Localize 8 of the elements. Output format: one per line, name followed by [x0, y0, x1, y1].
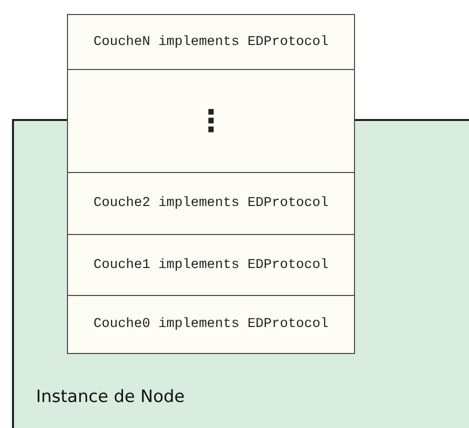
layer-label: CoucheN implements EDProtocol — [94, 34, 328, 50]
box-title: Instance de Node — [36, 387, 185, 407]
layer-box — [67, 14, 355, 70]
layer-label: Couche1 implements EDProtocol — [94, 258, 328, 272]
ellipsis: ⋮ — [196, 104, 226, 138]
layer-label: Couche2 implements EDProtocol — [94, 196, 328, 211]
layer-box — [67, 69, 355, 173]
layer-label: Couche0 implements EDProtocol — [94, 317, 328, 332]
